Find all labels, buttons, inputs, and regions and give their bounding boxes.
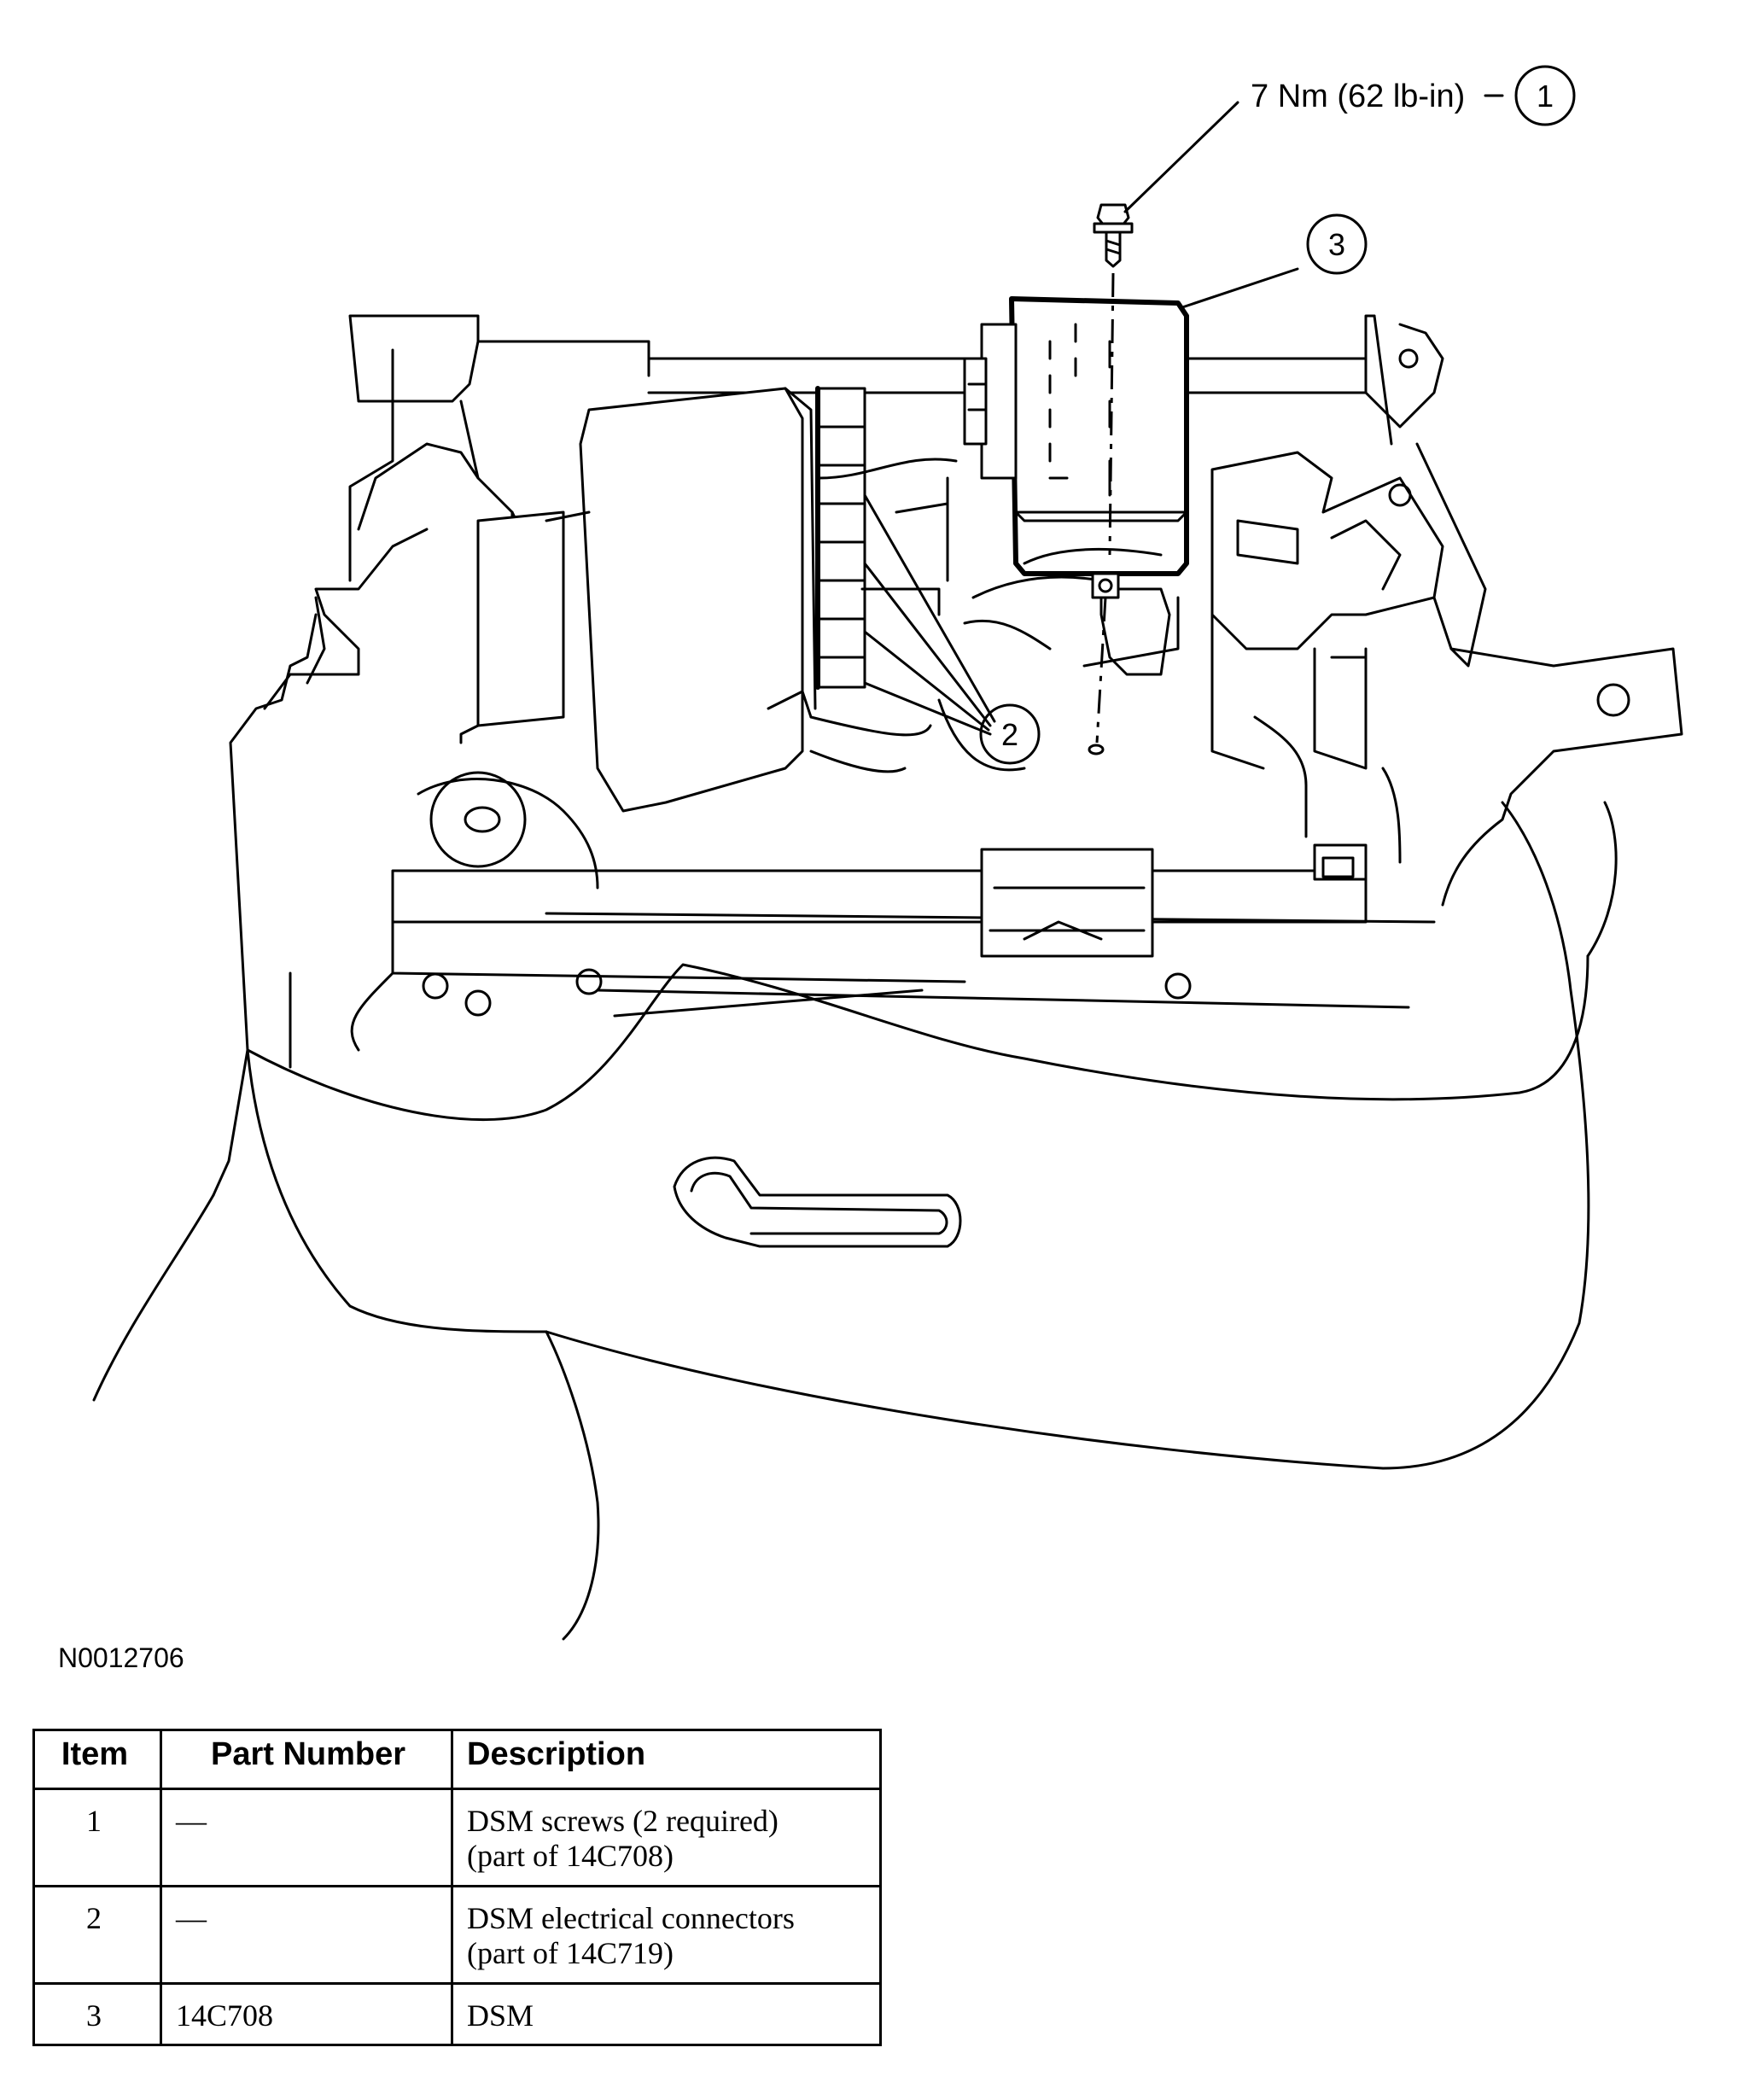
- description-line: DSM electrical connectors: [467, 1900, 795, 1935]
- right-bracket: [1210, 442, 1683, 907]
- header-part-number: Part Number: [160, 1729, 453, 1790]
- torque-spec: 7 Nm (62 lb-in): [1251, 79, 1465, 114]
- parts-table: Item Part Number Description 1 — DSM scr…: [32, 1729, 882, 2046]
- callout-1: 1: [1514, 65, 1576, 126]
- callout-1-number: 1: [1537, 79, 1554, 114]
- description-line: (part of 14C719): [467, 1936, 674, 1971]
- callout-2: 2: [979, 703, 1041, 765]
- wiring: [863, 493, 1180, 736]
- seat-track: [229, 613, 1436, 1069]
- figure-id: N0012706: [58, 1642, 184, 1673]
- dsm-module: [963, 296, 1189, 599]
- row-item: 2: [32, 1884, 162, 1985]
- description-line: DSM screws (2 required): [467, 1804, 779, 1838]
- description-line: (part of 14C708): [467, 1839, 674, 1874]
- callout-3: 3: [1306, 213, 1368, 275]
- row-item: 1: [32, 1788, 162, 1887]
- connector-stack: [815, 386, 866, 690]
- header-description: Description: [451, 1729, 882, 1790]
- seat-shell: [92, 801, 1618, 1641]
- table-row: 1 — DSM screws (2 required) (part of 14C…: [32, 1788, 882, 1887]
- seat-dsm-diagram: 1 7 Nm (62 lb-in) 2 3: [92, 65, 1683, 1641]
- row-part-number: —: [160, 1884, 453, 1985]
- row-item: 3: [32, 1981, 162, 2046]
- row-description: DSM screws (2 required) (part of 14C708): [451, 1788, 882, 1887]
- row-part-number: 14C708: [160, 1981, 453, 2046]
- dsm-screw: [1088, 203, 1134, 755]
- leader-lines: [1123, 94, 1504, 309]
- harness-module: [459, 386, 1026, 813]
- description-line: DSM: [467, 1998, 534, 2033]
- table-row: 2 — DSM electrical connectors (part of 1…: [32, 1884, 882, 1985]
- row-part-number: —: [160, 1788, 453, 1887]
- row-description: DSM electrical connectors (part of 14C71…: [451, 1884, 882, 1985]
- header-item: Item: [32, 1729, 162, 1790]
- callout-3-number: 3: [1328, 227, 1345, 262]
- row-description: DSM: [451, 1981, 882, 2046]
- callout-2-number: 2: [1001, 717, 1018, 752]
- table-header-row: Item Part Number Description: [32, 1729, 882, 1790]
- table-row: 3 14C708 DSM: [32, 1981, 882, 2046]
